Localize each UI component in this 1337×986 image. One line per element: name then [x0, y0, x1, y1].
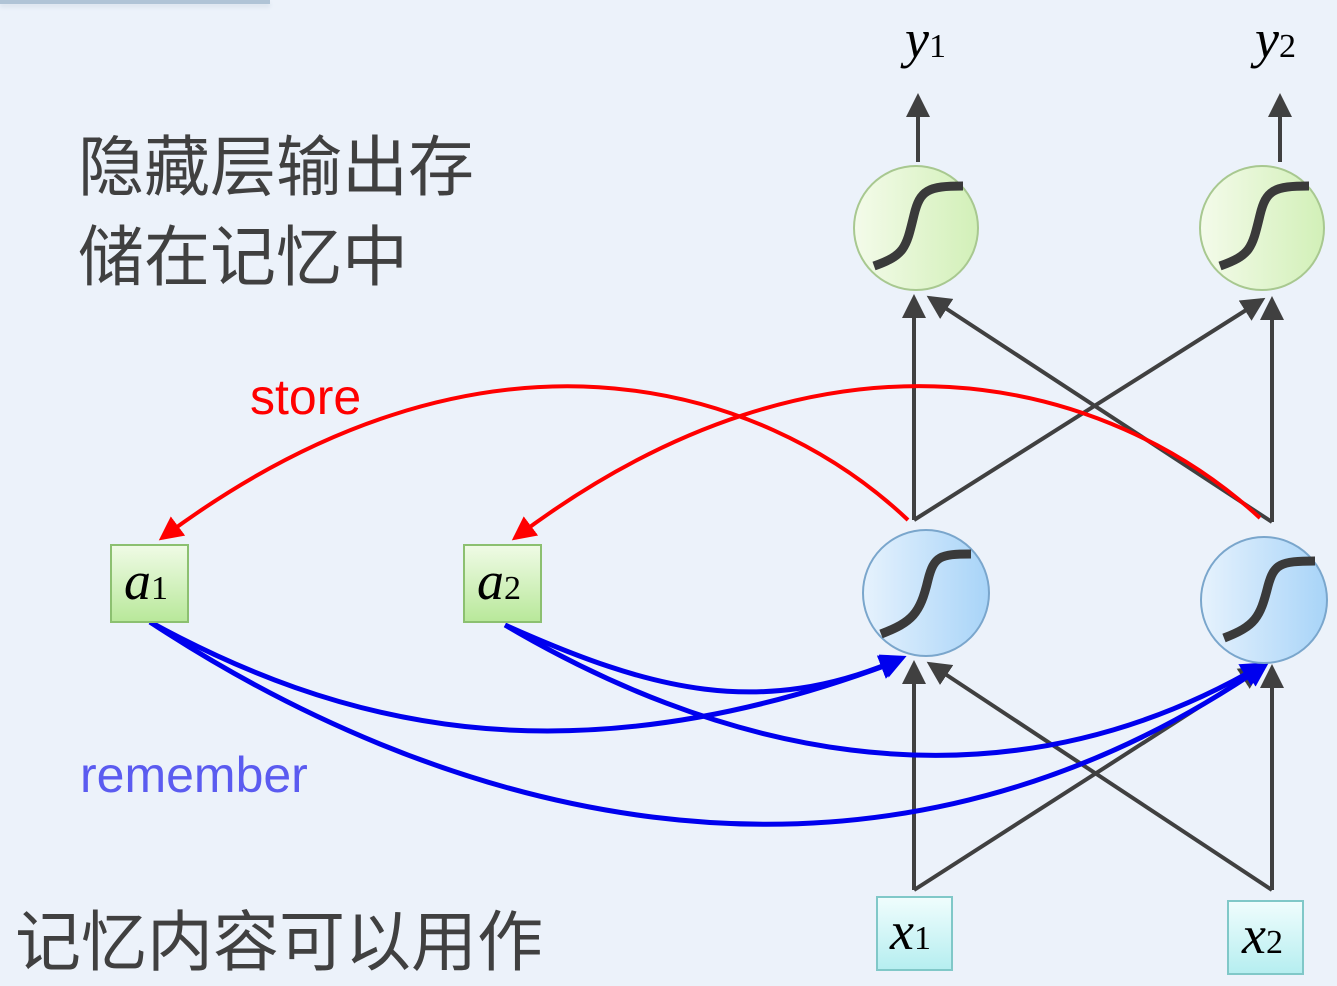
store-label: store [250, 369, 362, 425]
memory-box-a2 [463, 544, 542, 623]
top-bar [0, 0, 270, 4]
sigmoid-icon [879, 549, 972, 639]
input-box-x2 [1227, 900, 1304, 975]
sigmoid-icon [872, 181, 964, 271]
input-box-x1 [876, 896, 953, 971]
output-neuron-2 [1199, 165, 1325, 291]
output-neuron-1 [853, 165, 979, 291]
remember-arrow-a2-h2 [503, 622, 1267, 758]
label-y1: y1 [905, 9, 946, 69]
label-a2: a2 [477, 551, 521, 611]
hidden-neuron-1 [862, 529, 990, 657]
label-y2: y2 [1255, 9, 1296, 69]
edge-x2-h1 [926, 661, 1274, 892]
label-x2: x2 [1242, 905, 1283, 965]
label-x1: x1 [890, 901, 931, 961]
sigmoid-icon [1218, 181, 1310, 271]
bottom-text: 记忆内容可以用作 [15, 904, 543, 981]
remember-arrow-a2-h1 [503, 622, 907, 695]
heading-line-1: 隐藏层输出存 [78, 129, 474, 206]
edge-h1-y2 [912, 297, 1266, 522]
remember-arrow-a1-h2 [148, 619, 1270, 827]
remember-arrow-a1-h1 [148, 619, 905, 734]
edge-h2-y1 [926, 295, 1274, 524]
remember-label: remember [80, 747, 308, 803]
heading-line-2: 储在记忆中 [78, 219, 408, 296]
store-arrow-h2-a2 [511, 384, 1262, 541]
sigmoid-icon [1222, 556, 1316, 643]
label-a1: a1 [124, 551, 168, 611]
store-arrow-h1-a1 [158, 384, 910, 541]
memory-box-a1 [110, 544, 189, 623]
hidden-neuron-2 [1200, 536, 1328, 664]
